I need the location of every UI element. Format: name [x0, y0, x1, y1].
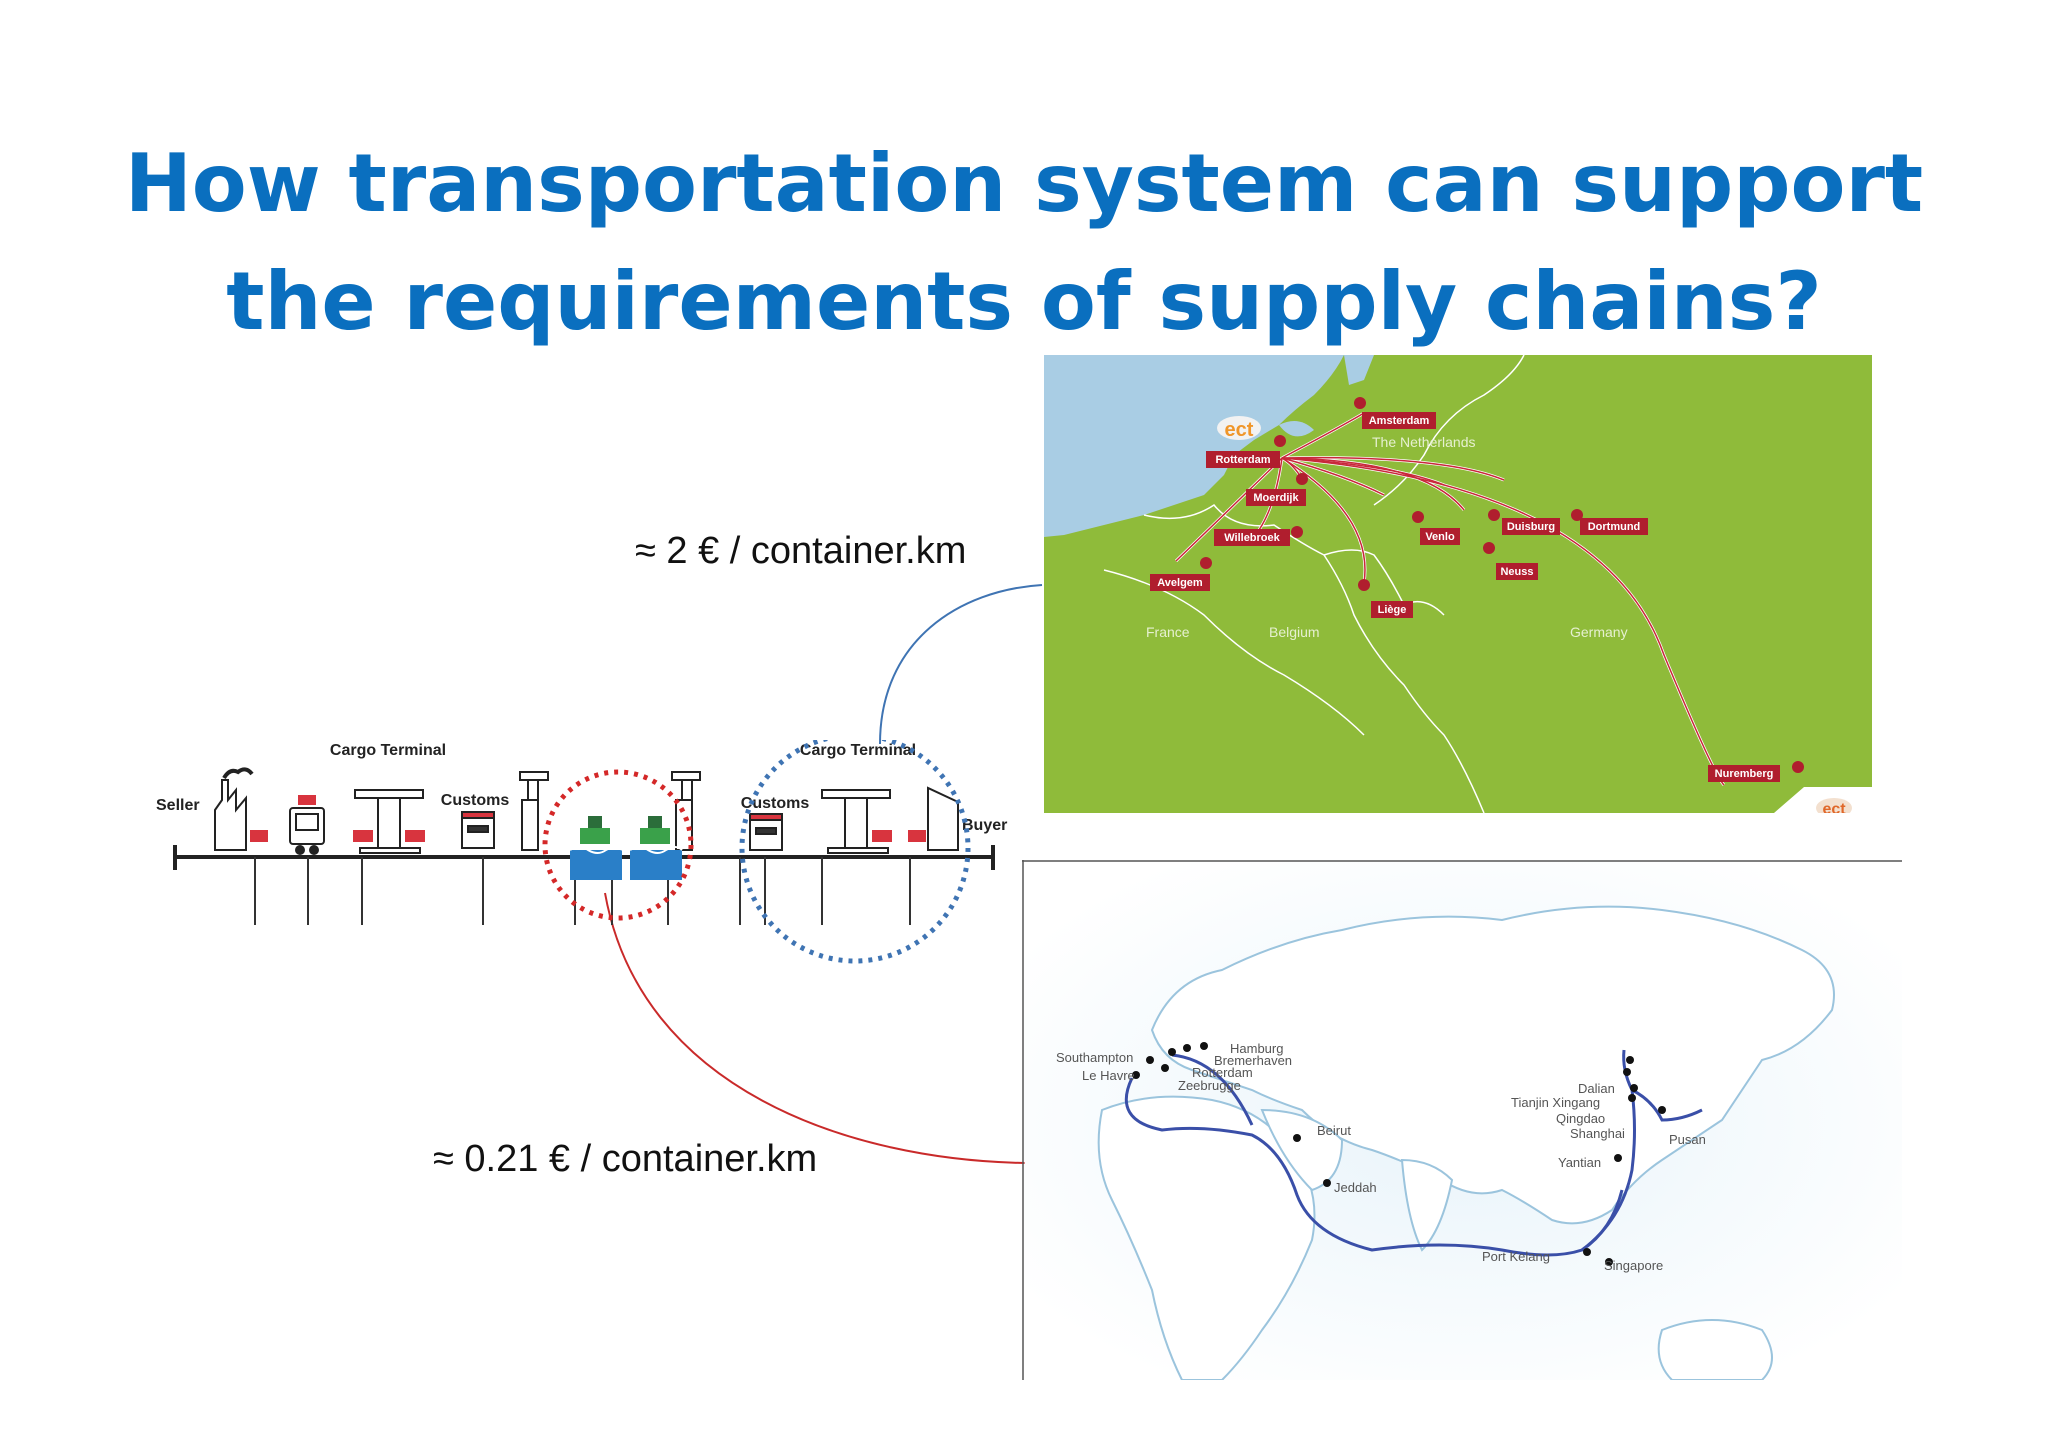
ship-2-icon — [629, 816, 683, 880]
port-beirut: Beirut — [1317, 1123, 1351, 1138]
svg-text:Amsterdam: Amsterdam — [1369, 415, 1430, 427]
svg-text:Venlo: Venlo — [1425, 531, 1455, 543]
cargo-terminal-2-label: Cargo Terminal — [800, 742, 916, 759]
crane-2-icon — [671, 771, 701, 851]
world-shipping-map: Southampton Le Havre Hamburg Bremerhaven… — [1022, 860, 1902, 1381]
port-southampton: Southampton — [1056, 1050, 1133, 1065]
customs-building-1-icon — [461, 811, 495, 849]
truck-icon — [289, 807, 325, 855]
crane-1-icon — [519, 771, 549, 851]
cargo-terminal-1-label: Cargo Terminal — [330, 742, 446, 759]
svg-text:ect: ect — [1225, 419, 1254, 441]
port-pusan: Pusan — [1669, 1132, 1706, 1147]
svg-text:Duisburg: Duisburg — [1507, 521, 1555, 533]
port-le-havre: Le Havre — [1082, 1068, 1135, 1083]
port-hamburg: Hamburg — [1230, 1041, 1283, 1056]
customs-building-2-icon — [749, 813, 783, 851]
port-kelang: Port Kelang — [1482, 1249, 1550, 1264]
svg-text:Willebroek: Willebroek — [1224, 532, 1280, 544]
city-amsterdam: Amsterdam — [1354, 397, 1436, 429]
map-sea — [1044, 355, 1344, 537]
cargo-terminal-1-text: Cargo Terminal — [330, 742, 446, 759]
australia — [1657, 1319, 1773, 1381]
germany-label: Germany — [1570, 624, 1628, 640]
supply-chain-diagram: Cargo Terminal Customs Customs Carg — [156, 740, 1007, 964]
svg-text:ect: ect — [1822, 801, 1846, 813]
sea-cost-label: ≈ 0.21 € / container.km — [433, 1138, 818, 1180]
factory-icon — [214, 767, 254, 851]
road-transport-highlight — [739, 740, 971, 964]
ship-1-icon — [569, 816, 623, 880]
belgium-label: Belgium — [1269, 624, 1320, 640]
europe-rail-map: ect ect The Netherlands France Belgium G… — [1044, 354, 1872, 818]
port-markers — [1132, 1042, 1666, 1266]
svg-text:Moerdijk: Moerdijk — [1253, 492, 1299, 504]
port-tianjin: Tianjin Xingang — [1511, 1095, 1600, 1110]
svg-text:Avelgem: Avelgem — [1157, 577, 1203, 589]
city-rotterdam: Rotterdam — [1206, 435, 1286, 468]
port-dalian: Dalian — [1578, 1081, 1615, 1096]
road-cost-label: ≈ 2 € / container.km — [635, 530, 967, 572]
port-rotterdam: Rotterdam — [1192, 1065, 1253, 1080]
city-duisburg: Duisburg — [1488, 509, 1560, 535]
port-yantian: Yantian — [1558, 1155, 1601, 1170]
africa — [1097, 1095, 1316, 1381]
svg-text:Neuss: Neuss — [1500, 566, 1533, 578]
netherlands-label: The Netherlands — [1372, 434, 1476, 450]
city-avelgem: Avelgem — [1150, 557, 1212, 591]
port-shanghai: Shanghai — [1570, 1126, 1625, 1141]
customs-1-label: Customs — [441, 792, 510, 809]
port-bremerhaven: Bremerhaven — [1214, 1053, 1292, 1068]
city-dortmund: Dortmund — [1571, 509, 1648, 535]
ect-logo: ect — [1217, 416, 1261, 441]
city-nuremberg: Nuremberg — [1708, 761, 1804, 782]
rail-routes — [1175, 412, 1725, 786]
port-qingdao: Qingdao — [1556, 1111, 1605, 1126]
svg-text:Liège: Liège — [1378, 604, 1407, 616]
container-icon — [250, 830, 268, 842]
seller-label: Seller — [156, 797, 200, 814]
svg-text:Nuremberg: Nuremberg — [1715, 768, 1774, 780]
buyer-label: Buyer — [962, 817, 1007, 834]
city-markers: Amsterdam Rotterdam Moerdijk Willebroek … — [1150, 397, 1804, 782]
cargo-terminal-1-icon — [354, 789, 424, 854]
arabia — [1260, 1108, 1344, 1192]
city-neuss: Neuss — [1483, 542, 1538, 580]
slide-title: How transportation system can support th… — [0, 125, 2048, 361]
cargo-terminal-2-icon — [821, 789, 891, 854]
sea-transport-highlight — [542, 769, 694, 921]
continents — [1097, 905, 1835, 1381]
svg-text:Dortmund: Dortmund — [1588, 521, 1641, 533]
france-label: France — [1146, 624, 1190, 640]
customs-2-label: Customs — [741, 795, 810, 812]
city-willebroek: Willebroek — [1214, 526, 1303, 546]
city-moerdijk: Moerdijk — [1246, 473, 1308, 506]
buyer-building-icon — [927, 786, 959, 851]
slide-title-line-1: How transportation system can support — [124, 137, 1924, 230]
port-labels: Southampton Le Havre Hamburg Bremerhaven… — [1056, 1041, 1706, 1273]
road-connector-line — [879, 584, 1043, 745]
port-singapore: Singapore — [1604, 1258, 1663, 1273]
shipping-routes — [1124, 1049, 1703, 1257]
port-zeebrugge: Zeebrugge — [1178, 1078, 1241, 1093]
svg-text:Rotterdam: Rotterdam — [1215, 454, 1270, 466]
india — [1400, 1158, 1454, 1252]
city-venlo: Venlo — [1412, 511, 1460, 545]
slide-title-line-2: the requirements of supply chains? — [226, 255, 1822, 348]
city-liege: Liège — [1358, 579, 1413, 618]
port-jeddah: Jeddah — [1334, 1180, 1377, 1195]
